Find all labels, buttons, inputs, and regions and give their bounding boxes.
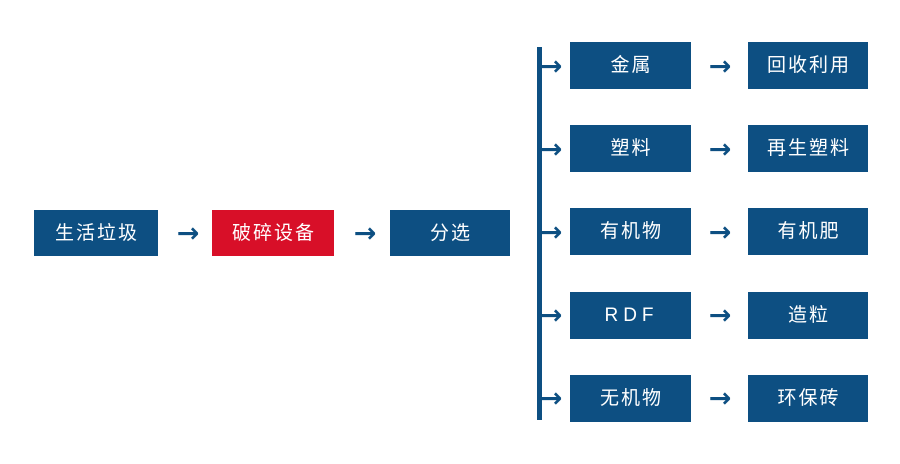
arrow-right-icon-branch-1: → (539, 50, 563, 82)
arrow-right-icon-product-5: → (708, 382, 732, 414)
arrow-right-icon-branch-2: → (539, 133, 563, 165)
node-product-pelletizing[interactable]: 造粒 (748, 292, 868, 339)
arrow-right-icon-main-1: → (176, 217, 200, 249)
node-domestic-waste[interactable]: 生活垃圾 (34, 210, 158, 256)
arrow-right-icon-product-3: → (708, 216, 732, 248)
node-product-recycled-plastic[interactable]: 再生塑料 (748, 125, 868, 172)
arrow-right-icon-branch-3: → (539, 216, 563, 248)
node-product-organic-fertilizer[interactable]: 有机肥 (748, 208, 868, 255)
node-material-inorganic[interactable]: 无机物 (570, 375, 691, 422)
arrow-right-icon-product-2: → (708, 133, 732, 165)
node-material-metal[interactable]: 金属 (570, 42, 691, 89)
node-product-recycling[interactable]: 回收利用 (748, 42, 868, 89)
arrow-right-icon-product-4: → (708, 299, 732, 331)
node-material-rdf[interactable]: RDF (570, 292, 691, 339)
node-material-plastic[interactable]: 塑料 (570, 125, 691, 172)
arrow-right-icon-branch-4: → (539, 299, 563, 331)
node-sorting[interactable]: 分选 (390, 210, 510, 256)
node-material-organic[interactable]: 有机物 (570, 208, 691, 255)
arrow-right-icon-branch-5: → (539, 382, 563, 414)
arrow-right-icon-main-2: → (353, 217, 377, 249)
arrow-right-icon-product-1: → (708, 50, 732, 82)
branch-trunk-line (537, 47, 542, 420)
node-product-eco-brick[interactable]: 环保砖 (748, 375, 868, 422)
node-crushing-equipment[interactable]: 破碎设备 (212, 210, 334, 256)
